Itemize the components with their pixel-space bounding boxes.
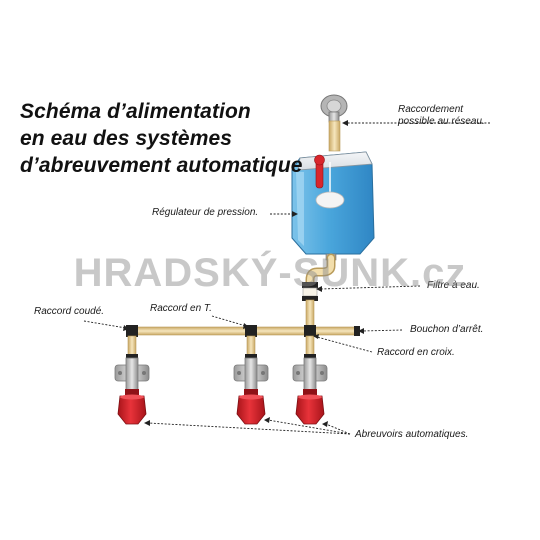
- tee-fitting: [245, 325, 257, 337]
- inlet-pipe: [328, 120, 341, 152]
- title-line-2: en eau des systèmes: [20, 127, 233, 150]
- drinker-right: [292, 354, 328, 425]
- title-line-1: Schéma d’alimentation: [20, 100, 251, 123]
- label-abreuvoirs: Abreuvoirs automatiques.: [355, 429, 469, 440]
- label-bouchon: Bouchon d’arrêt.: [410, 324, 484, 335]
- leader-abreuvoirs: [147, 422, 351, 435]
- leader-filtre: [319, 285, 421, 290]
- branch-pipe-left: [127, 335, 137, 357]
- leader-raccord-t: [211, 315, 247, 327]
- label-raccord-coude: Raccord coudé.: [34, 306, 105, 317]
- drinker-left: [114, 354, 150, 425]
- end-cap: [354, 326, 360, 336]
- label-regulateur: Régulateur de pression.: [152, 207, 259, 218]
- pressure-regulator-tank: [291, 151, 375, 261]
- water-filter: [302, 282, 318, 301]
- diagram-title: Schéma d’alimentation en eau des système…: [20, 98, 303, 179]
- label-raccord-t: Raccord en T.: [150, 303, 212, 314]
- network-valve: [320, 94, 348, 123]
- leader-raccord-coude: [83, 320, 127, 329]
- leader-bouchon: [361, 329, 403, 332]
- label-raccordement-line-2: possible au réseau.: [398, 116, 485, 127]
- label-raccordement: Raccordement possible au réseau.: [398, 104, 485, 128]
- label-filtre: Filtre à eau.: [427, 280, 480, 291]
- label-raccord-croix: Raccord en croix.: [377, 347, 455, 358]
- drinker-middle: [233, 354, 269, 425]
- cross-fitting: [304, 325, 316, 337]
- leader-raccord-croix: [316, 336, 373, 353]
- label-raccordement-line-1: Raccordement: [398, 104, 464, 115]
- main-pipe: [127, 326, 357, 336]
- branch-pipe-middle: [246, 335, 256, 357]
- branch-pipe-right: [305, 335, 315, 357]
- elbow-fitting: [126, 325, 138, 337]
- title-line-3: d’abreuvement automatique: [20, 154, 303, 177]
